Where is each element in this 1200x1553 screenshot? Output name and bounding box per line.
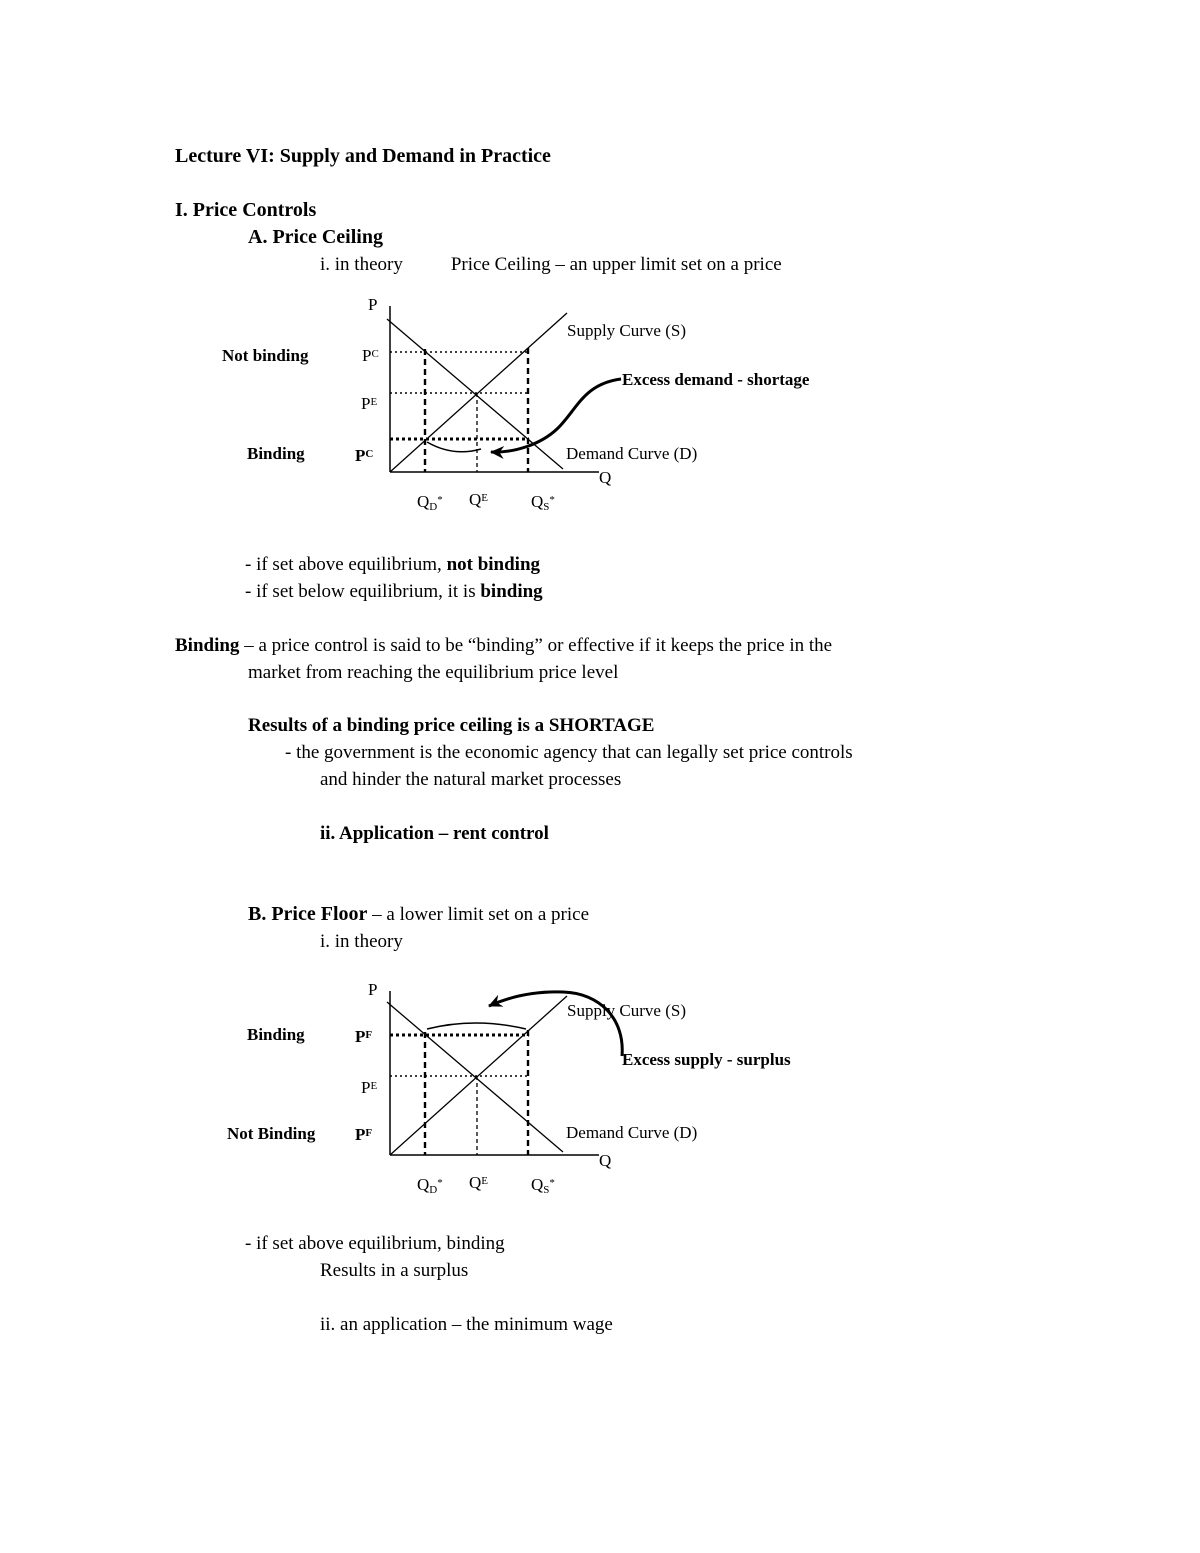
demand-curve-label: Demand Curve (D)	[566, 1123, 698, 1142]
price-ceiling-diagram: P Not binding PC PE Binding PC Supply Cu…	[175, 292, 1025, 542]
binding-term: Binding	[175, 635, 240, 656]
not-binding-label: Not Binding	[227, 1124, 316, 1143]
equilibrium-price-symbol: PE	[361, 394, 378, 413]
government-line-1: - the government is the economic agency …	[285, 742, 853, 763]
qe-label: QE	[469, 490, 489, 509]
price-ceiling-definition: Price Ceiling – an upper limit set on a …	[450, 254, 782, 275]
results-heading: Results of a binding price ceiling is a …	[248, 715, 655, 736]
supply-curve-label: Supply Curve (S)	[567, 1001, 686, 1020]
price-ceiling-diagram-lines	[386, 306, 622, 473]
price-floor-diagram-lines	[386, 990, 624, 1156]
bullet-below-equilibrium: - if set below equilibrium, it is bindin…	[245, 581, 543, 602]
in-theory-label-2: i. in theory	[320, 931, 403, 952]
price-ceiling-binding-symbol: PC	[355, 446, 374, 465]
supply-curve-line	[389, 312, 568, 473]
qd-star-label: QD*	[417, 492, 443, 513]
p-axis-label: P	[368, 980, 378, 999]
supply-curve-line	[389, 995, 568, 1156]
qs-star-label: QS*	[531, 492, 555, 513]
binding-label: Binding	[247, 444, 305, 463]
q-axis-label: Q	[599, 1151, 612, 1170]
section-b-heading: B. Price Floor – a lower limit set on a …	[248, 903, 590, 925]
qs-star-label: QS*	[531, 1175, 555, 1196]
qd-star-label: QD*	[417, 1175, 443, 1196]
demand-curve-line	[386, 1001, 564, 1153]
excess-supply-label: Excess supply - surplus	[622, 1050, 791, 1069]
p-axis-label: P	[368, 295, 378, 314]
demand-curve-line	[386, 318, 564, 470]
floor-result: Results in a surplus	[320, 1260, 469, 1281]
shortage-arrow	[490, 377, 622, 460]
in-theory-line-1: i. in theory Price Ceiling – an upper lim…	[320, 251, 1025, 278]
price-floor-binding-symbol: PF	[355, 1027, 373, 1046]
bullet-above-equilibrium: - if set above equilibrium, not binding	[245, 554, 541, 575]
floor-bullet-above: - if set above equilibrium, binding	[245, 1233, 505, 1254]
equilibrium-price-symbol: PE	[361, 1078, 378, 1097]
q-axis-label: Q	[599, 468, 612, 487]
surplus-arrow	[488, 990, 624, 1057]
government-line-2: and hinder the natural market processes	[320, 769, 622, 790]
binding-definition-line-2: market from reaching the equilibrium pri…	[248, 662, 619, 683]
application-rent-control: ii. Application – rent control	[320, 823, 549, 844]
page-title: Lecture VI: Supply and Demand in Practic…	[175, 145, 551, 167]
qe-label: QE	[469, 1173, 489, 1192]
excess-demand-label: Excess demand - shortage	[622, 370, 810, 389]
price-floor-notbinding-symbol: PF	[355, 1125, 373, 1144]
section-i-heading: I. Price Controls	[175, 199, 317, 221]
surplus-range-curve	[426, 1022, 527, 1030]
price-floor-diagram: P Binding PF PE Not Binding PF Supply Cu…	[175, 977, 1025, 1227]
section-a-heading: A. Price Ceiling	[248, 226, 383, 248]
price-ceiling-notbinding-symbol: PC	[362, 346, 379, 365]
shortage-range-curve	[426, 441, 482, 453]
not-binding-label: Not binding	[222, 346, 309, 365]
application-minimum-wage: ii. an application – the minimum wage	[320, 1314, 613, 1335]
demand-curve-label: Demand Curve (D)	[566, 444, 698, 463]
supply-curve-label: Supply Curve (S)	[567, 321, 686, 340]
binding-label: Binding	[247, 1025, 305, 1044]
in-theory-label-1: i. in theory	[320, 254, 403, 275]
binding-definition-line-1: Binding – a price control is said to be …	[175, 635, 833, 656]
